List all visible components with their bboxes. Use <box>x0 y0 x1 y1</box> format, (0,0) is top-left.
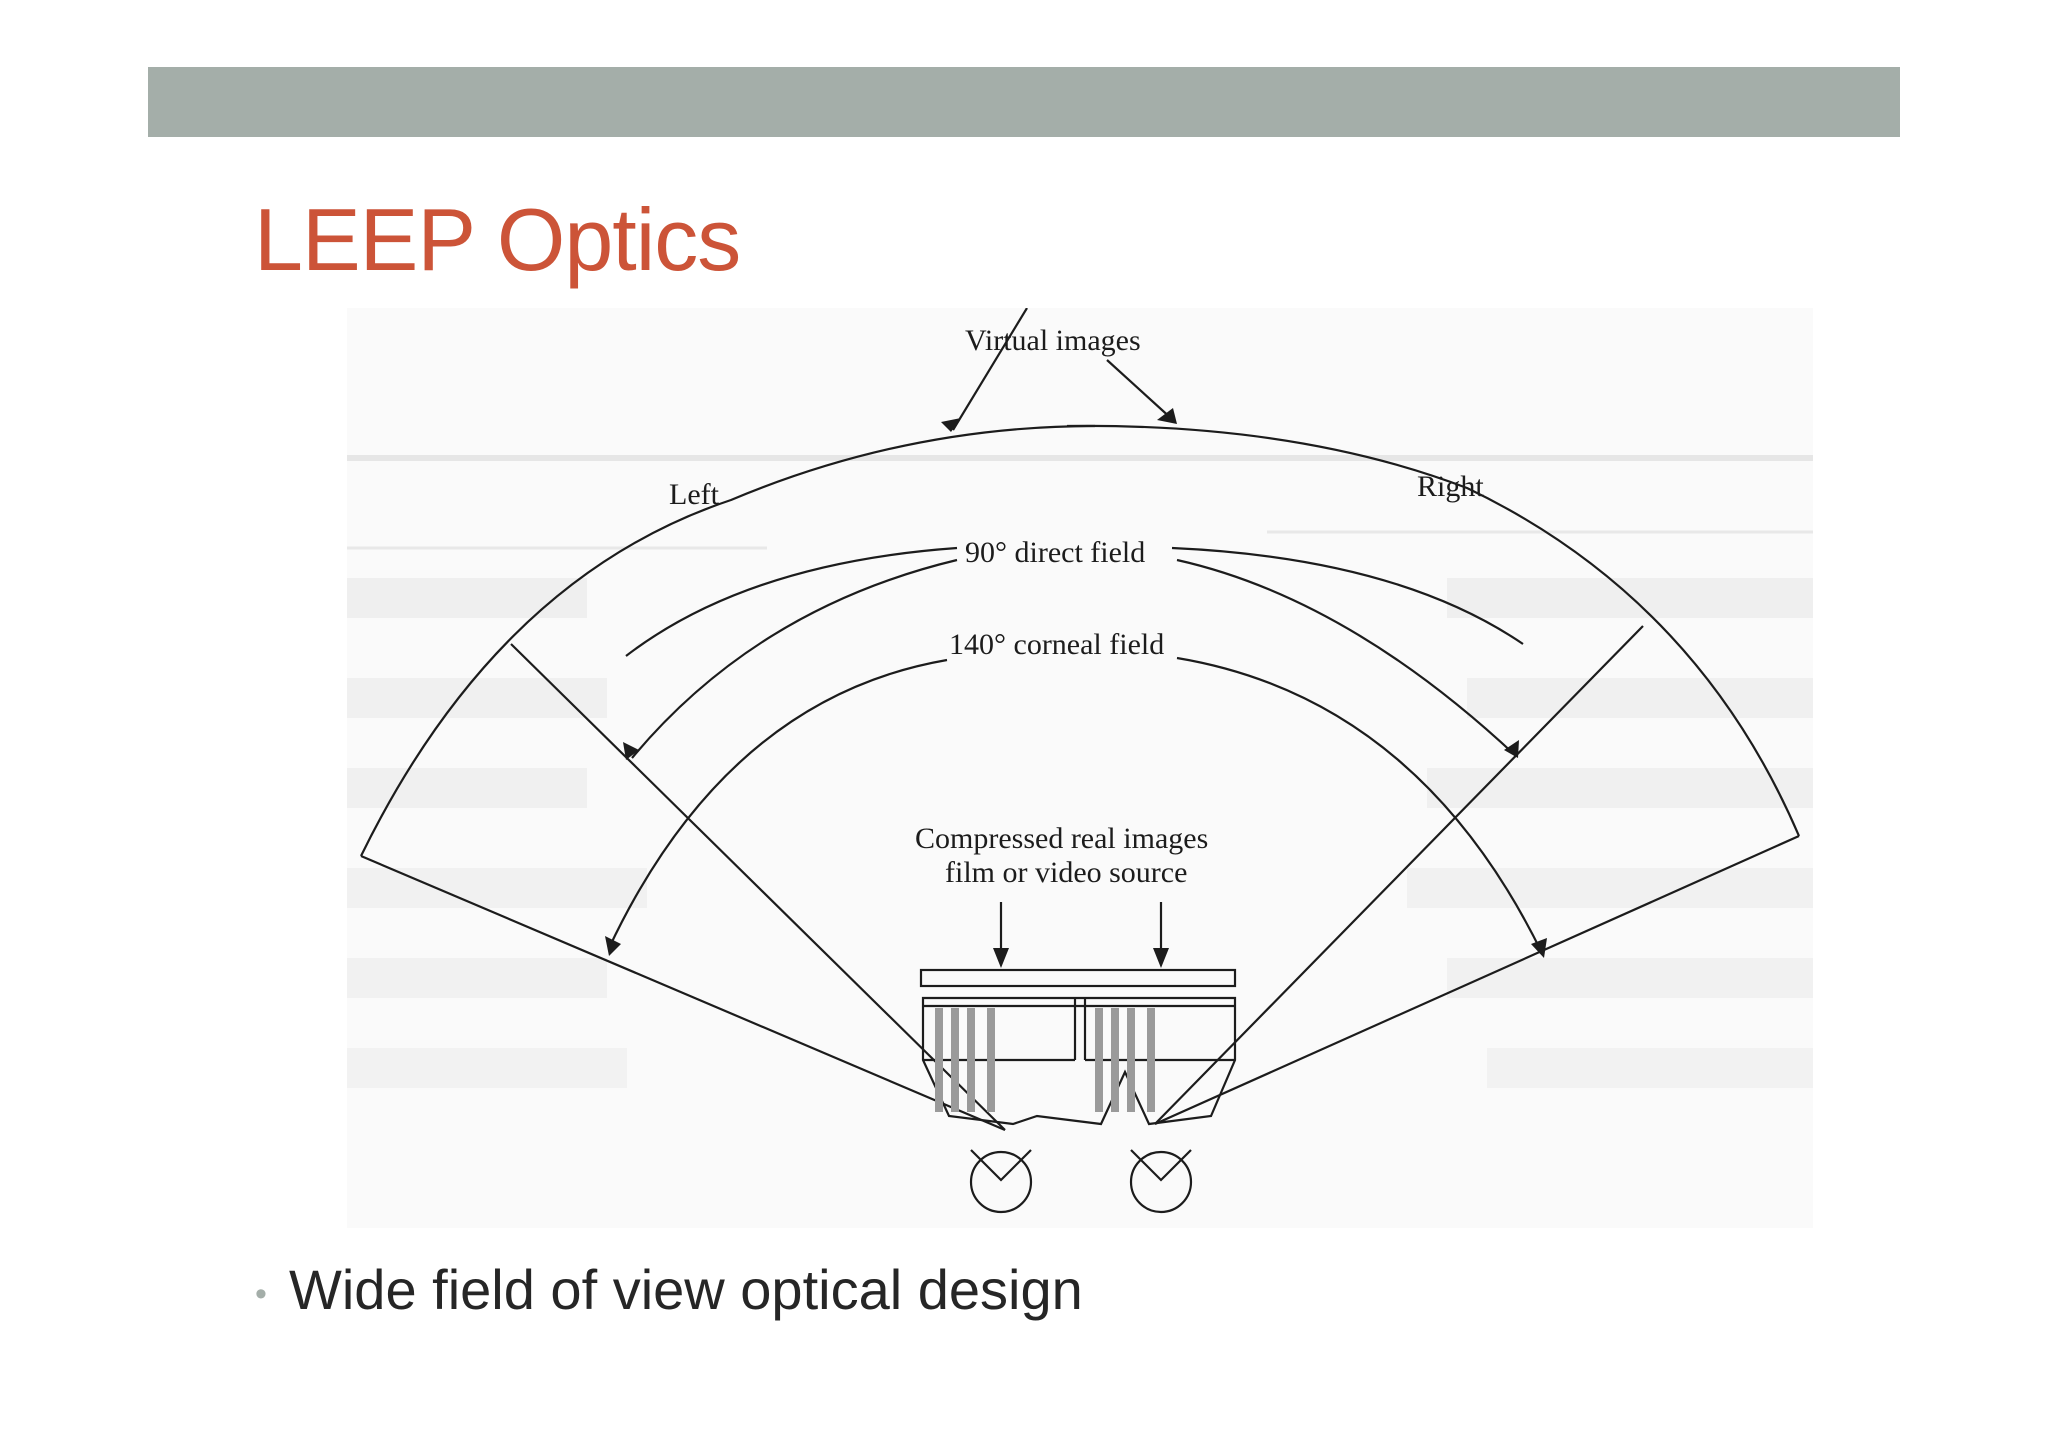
direct-field-arc-right-top <box>1171 546 1524 645</box>
corneal-field-arc-left <box>608 658 948 949</box>
label-compressed-line1: Compressed real images <box>915 822 1208 855</box>
lens-stacks <box>935 1008 1155 1112</box>
arrowhead-direct-left <box>623 742 639 760</box>
corneal-field-arc-right <box>1176 656 1543 954</box>
film-plate <box>919 968 1237 988</box>
right-fan-right-edge <box>1154 834 1800 1126</box>
arrowhead-corneal-right <box>1531 938 1547 958</box>
optics-linework <box>360 308 1801 1214</box>
left-eye <box>969 1150 1033 1214</box>
label-corneal-field: 140° corneal field <box>949 628 1164 661</box>
bullet-text: Wide field of view optical design <box>289 1258 1083 1321</box>
arrowhead-corneal-left <box>605 936 621 956</box>
left-eye-sightline <box>970 1149 1032 1182</box>
label-virtual-images: Virtual images <box>965 324 1141 357</box>
arrowhead-compressed-right <box>1153 948 1169 968</box>
header-bar <box>148 67 1900 137</box>
virtual-images-pointer-left <box>952 308 1028 431</box>
arrowhead-virtual-right <box>1157 408 1177 424</box>
arrowhead-direct-right <box>1504 740 1519 758</box>
arrowhead-virtual-left <box>941 418 961 432</box>
diagram-svg: Virtual images Left Right 90° direct fie… <box>347 308 1813 1228</box>
label-right: Right <box>1417 470 1484 503</box>
left-fan-left-edge <box>360 854 1006 1132</box>
slide-title: LEEP Optics <box>254 190 741 289</box>
label-left: Left <box>669 478 720 511</box>
right-fan-divider <box>1154 625 1644 1125</box>
left-outer-arc <box>360 424 1096 857</box>
arrowhead-compressed-left <box>993 948 1009 968</box>
label-compressed-line2: film or video source <box>945 856 1187 889</box>
direct-field-arc-right <box>1176 558 1517 757</box>
bullet-item: • Wide field of view optical design <box>255 1255 1083 1329</box>
right-outer-arc <box>1066 424 1801 837</box>
virtual-images-pointer-right <box>1106 359 1174 421</box>
leep-optics-diagram: Virtual images Left Right 90° direct fie… <box>347 308 1813 1228</box>
arrowheads <box>605 408 1547 968</box>
label-direct-field: 90° direct field <box>965 536 1145 569</box>
scan-bleedthrough <box>347 455 1813 1088</box>
right-eye <box>1129 1150 1193 1214</box>
bullet-list: • Wide field of view optical design <box>255 1255 1083 1329</box>
direct-field-arc-left-top <box>625 546 958 657</box>
right-eye-sightline <box>1130 1149 1192 1182</box>
direct-field-arc-left <box>631 558 958 759</box>
bullet-dot-icon: • <box>255 1275 267 1314</box>
